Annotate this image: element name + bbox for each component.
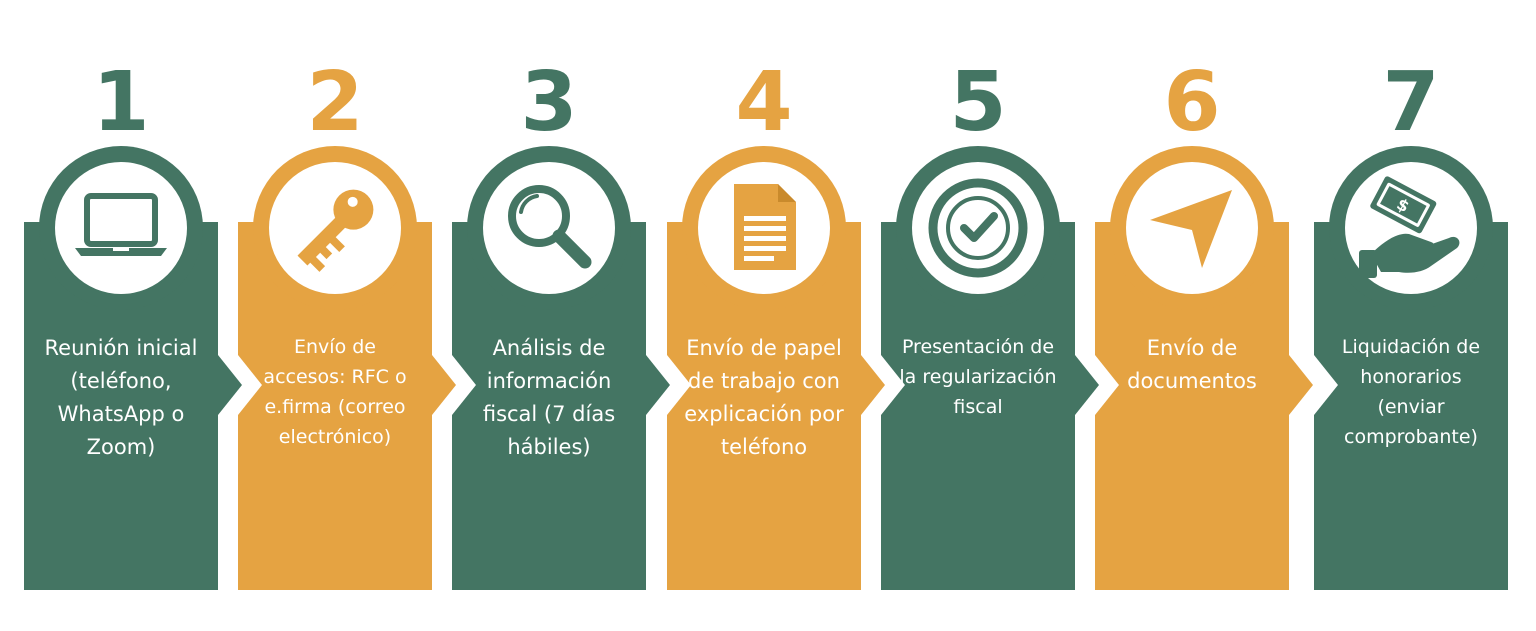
- step-5-number: 5: [949, 55, 1007, 150]
- step-7-label: Liquidación de honorarios (enviar compro…: [1341, 336, 1481, 448]
- send-arrow-icon: [1132, 168, 1252, 288]
- step-1: 1 Reunión inicial (teléfono, WhatsApp o …: [24, 0, 242, 631]
- step-6-notch: [1095, 355, 1119, 415]
- laptop-icon: [61, 168, 181, 288]
- step-4-notch: [667, 355, 691, 415]
- step-7: 7 $ Liquidación de honorarios (enviar co…: [1314, 0, 1508, 631]
- step-6-number: 6: [1163, 55, 1221, 150]
- step-3-shape: [452, 146, 670, 590]
- step-7-number: 7: [1382, 55, 1440, 150]
- money-hand-icon: $: [1351, 168, 1471, 288]
- step-5-notch: [881, 355, 905, 415]
- key-icon: [275, 168, 395, 288]
- step-3-number: 3: [520, 55, 578, 150]
- step-5-arrow-tab: [1075, 355, 1099, 415]
- step-2-number: 2: [306, 55, 364, 150]
- step-3-arrow-tab: [646, 355, 670, 415]
- step-1-number: 1: [92, 55, 150, 150]
- step-4: 4 Envío de papel de trabajo con explicac…: [667, 0, 885, 631]
- step-3-label: Análisis de información fiscal (7 días h…: [482, 336, 616, 459]
- step-3: 3 Análisis de información fiscal (7 días…: [452, 0, 670, 631]
- step-6: 6 Envío de documentos: [1095, 0, 1313, 631]
- step-6-arrow-tab: [1289, 355, 1313, 415]
- step-5-label: Presentación de la regularización fiscal: [899, 336, 1057, 418]
- step-2-label: Envío de accesos: RFC o e.firma (correo …: [263, 336, 407, 448]
- document-icon: [704, 168, 824, 288]
- magnifier-icon: [489, 168, 609, 288]
- step-3-notch: [452, 355, 476, 415]
- step-2-notch: [238, 355, 262, 415]
- step-2: 2 Envío de accesos: RFC o e.firma (corre…: [238, 0, 456, 631]
- step-1-arrow-tab: [218, 355, 242, 415]
- step-2-arrow-tab: [432, 355, 456, 415]
- step-5: 5 Presentación de la regularización fisc…: [881, 0, 1099, 631]
- step-6-label: Envío de documentos: [1127, 336, 1257, 393]
- step-4-number: 4: [735, 55, 793, 150]
- step-4-arrow-tab: [861, 355, 885, 415]
- step-4-label: Envío de papel de trabajo con explicació…: [684, 336, 844, 459]
- check-circle-icon: [918, 168, 1038, 288]
- step-7-notch: [1314, 355, 1338, 415]
- step-1-label: Reunión inicial (teléfono, WhatsApp o Zo…: [44, 336, 198, 459]
- step-2-shape: [238, 146, 456, 590]
